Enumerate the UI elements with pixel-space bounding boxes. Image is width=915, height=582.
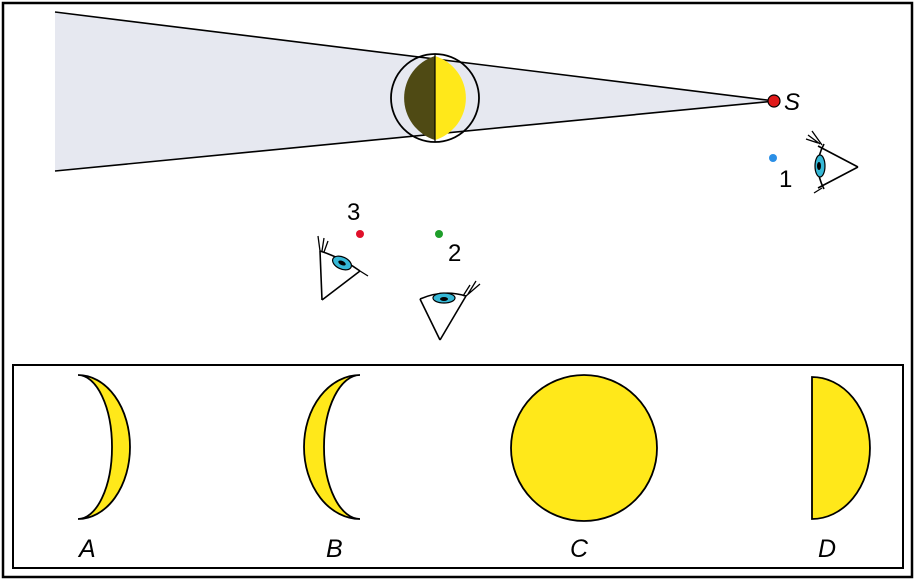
light-source-dot [767, 94, 781, 108]
phase-b-label: B [326, 535, 343, 563]
viewpoint-3-dot [356, 230, 364, 238]
moon [390, 53, 480, 143]
light-source-label: S [784, 89, 800, 116]
moon-lit-half [435, 56, 466, 140]
eye-2-icon [419, 280, 481, 341]
viewpoint-1-dot [769, 154, 777, 162]
phase-a-crescent-right-icon [77, 374, 131, 520]
phase-d-label: D [818, 535, 836, 563]
cone-edge-bottom [54, 100, 776, 172]
viewpoint-2-label: 2 [448, 240, 461, 267]
viewpoint-1-label: 1 [779, 166, 792, 193]
viewpoint-3-label: 3 [347, 199, 360, 226]
cone-edge-top [54, 11, 776, 102]
phase-b-crescent-left-icon [303, 374, 361, 520]
eye-3-icon [317, 235, 369, 301]
phase-c-full-moon-icon [510, 374, 658, 522]
phase-d-half-moon-icon [811, 376, 871, 520]
phase-c-label: C [570, 535, 589, 563]
moon-dark-half [404, 56, 435, 140]
phase-a-label: A [77, 535, 96, 563]
viewpoint-2-dot [435, 230, 443, 238]
eye-1-icon [805, 130, 859, 194]
phases-panel [12, 364, 904, 569]
